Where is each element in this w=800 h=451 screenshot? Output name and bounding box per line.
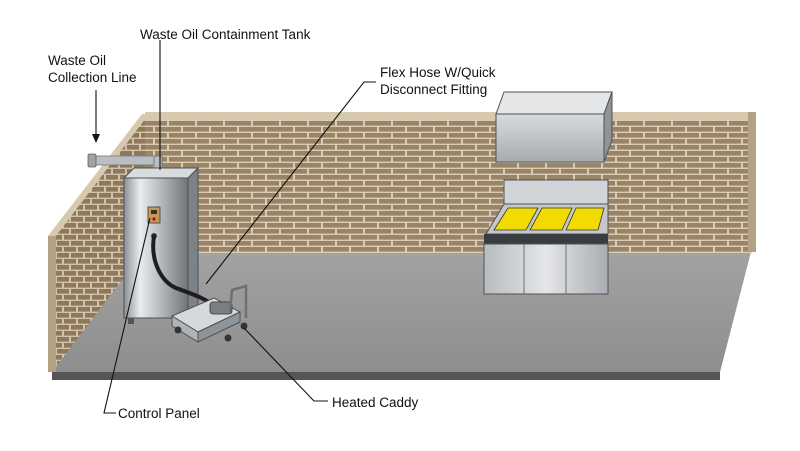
heated-caddy [170, 284, 248, 343]
leader-control-panel [103, 217, 151, 414]
label-text-line-2: Disconnect Fitting [380, 82, 488, 97]
label-text-line-1: Waste Oil [48, 53, 107, 68]
back-wall-cap [145, 112, 752, 120]
fryer-vat-1 [493, 207, 539, 231]
fryer-vat-3 [565, 207, 605, 231]
label-text: Control Panel [118, 406, 200, 421]
leader-flex-hose [205, 81, 376, 285]
exhaust-hood [495, 91, 613, 163]
left-wall-cap [48, 114, 149, 236]
back-wall [145, 118, 752, 253]
label-waste-oil-containment-tank: Waste Oil Containment Tank [140, 26, 310, 43]
right-wall-end [748, 112, 756, 252]
label-waste-oil-collection-line: Waste Oil Collection Line [48, 52, 137, 86]
label-heated-caddy: Heated Caddy [332, 394, 418, 411]
fryer-bank [483, 179, 609, 295]
left-wall-end [48, 236, 56, 372]
label-control-panel: Control Panel [118, 405, 200, 422]
label-text-line-2: Collection Line [48, 70, 137, 85]
containment-tank [122, 166, 200, 324]
label-text: Waste Oil Containment Tank [140, 27, 311, 42]
arrowheads [92, 134, 100, 143]
arrow-collection-line [92, 134, 100, 143]
left-wall [52, 118, 145, 372]
label-text: Heated Caddy [332, 395, 419, 410]
fryer-vat-2 [529, 207, 573, 231]
label-flex-hose: Flex Hose W/Quick Disconnect Fitting [380, 64, 496, 98]
flex-hose [151, 234, 216, 308]
leader-lines [95, 40, 376, 414]
floor-edge [52, 372, 720, 380]
leader-heated-caddy [243, 327, 328, 402]
label-text-line-1: Flex Hose W/Quick [380, 65, 496, 80]
